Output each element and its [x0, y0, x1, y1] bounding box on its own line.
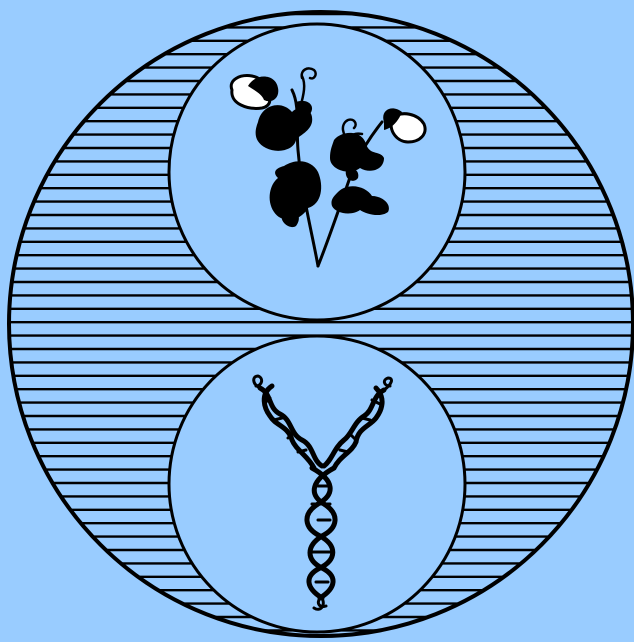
emblem-canvas: [0, 0, 634, 642]
emblem-logo: [0, 0, 634, 642]
